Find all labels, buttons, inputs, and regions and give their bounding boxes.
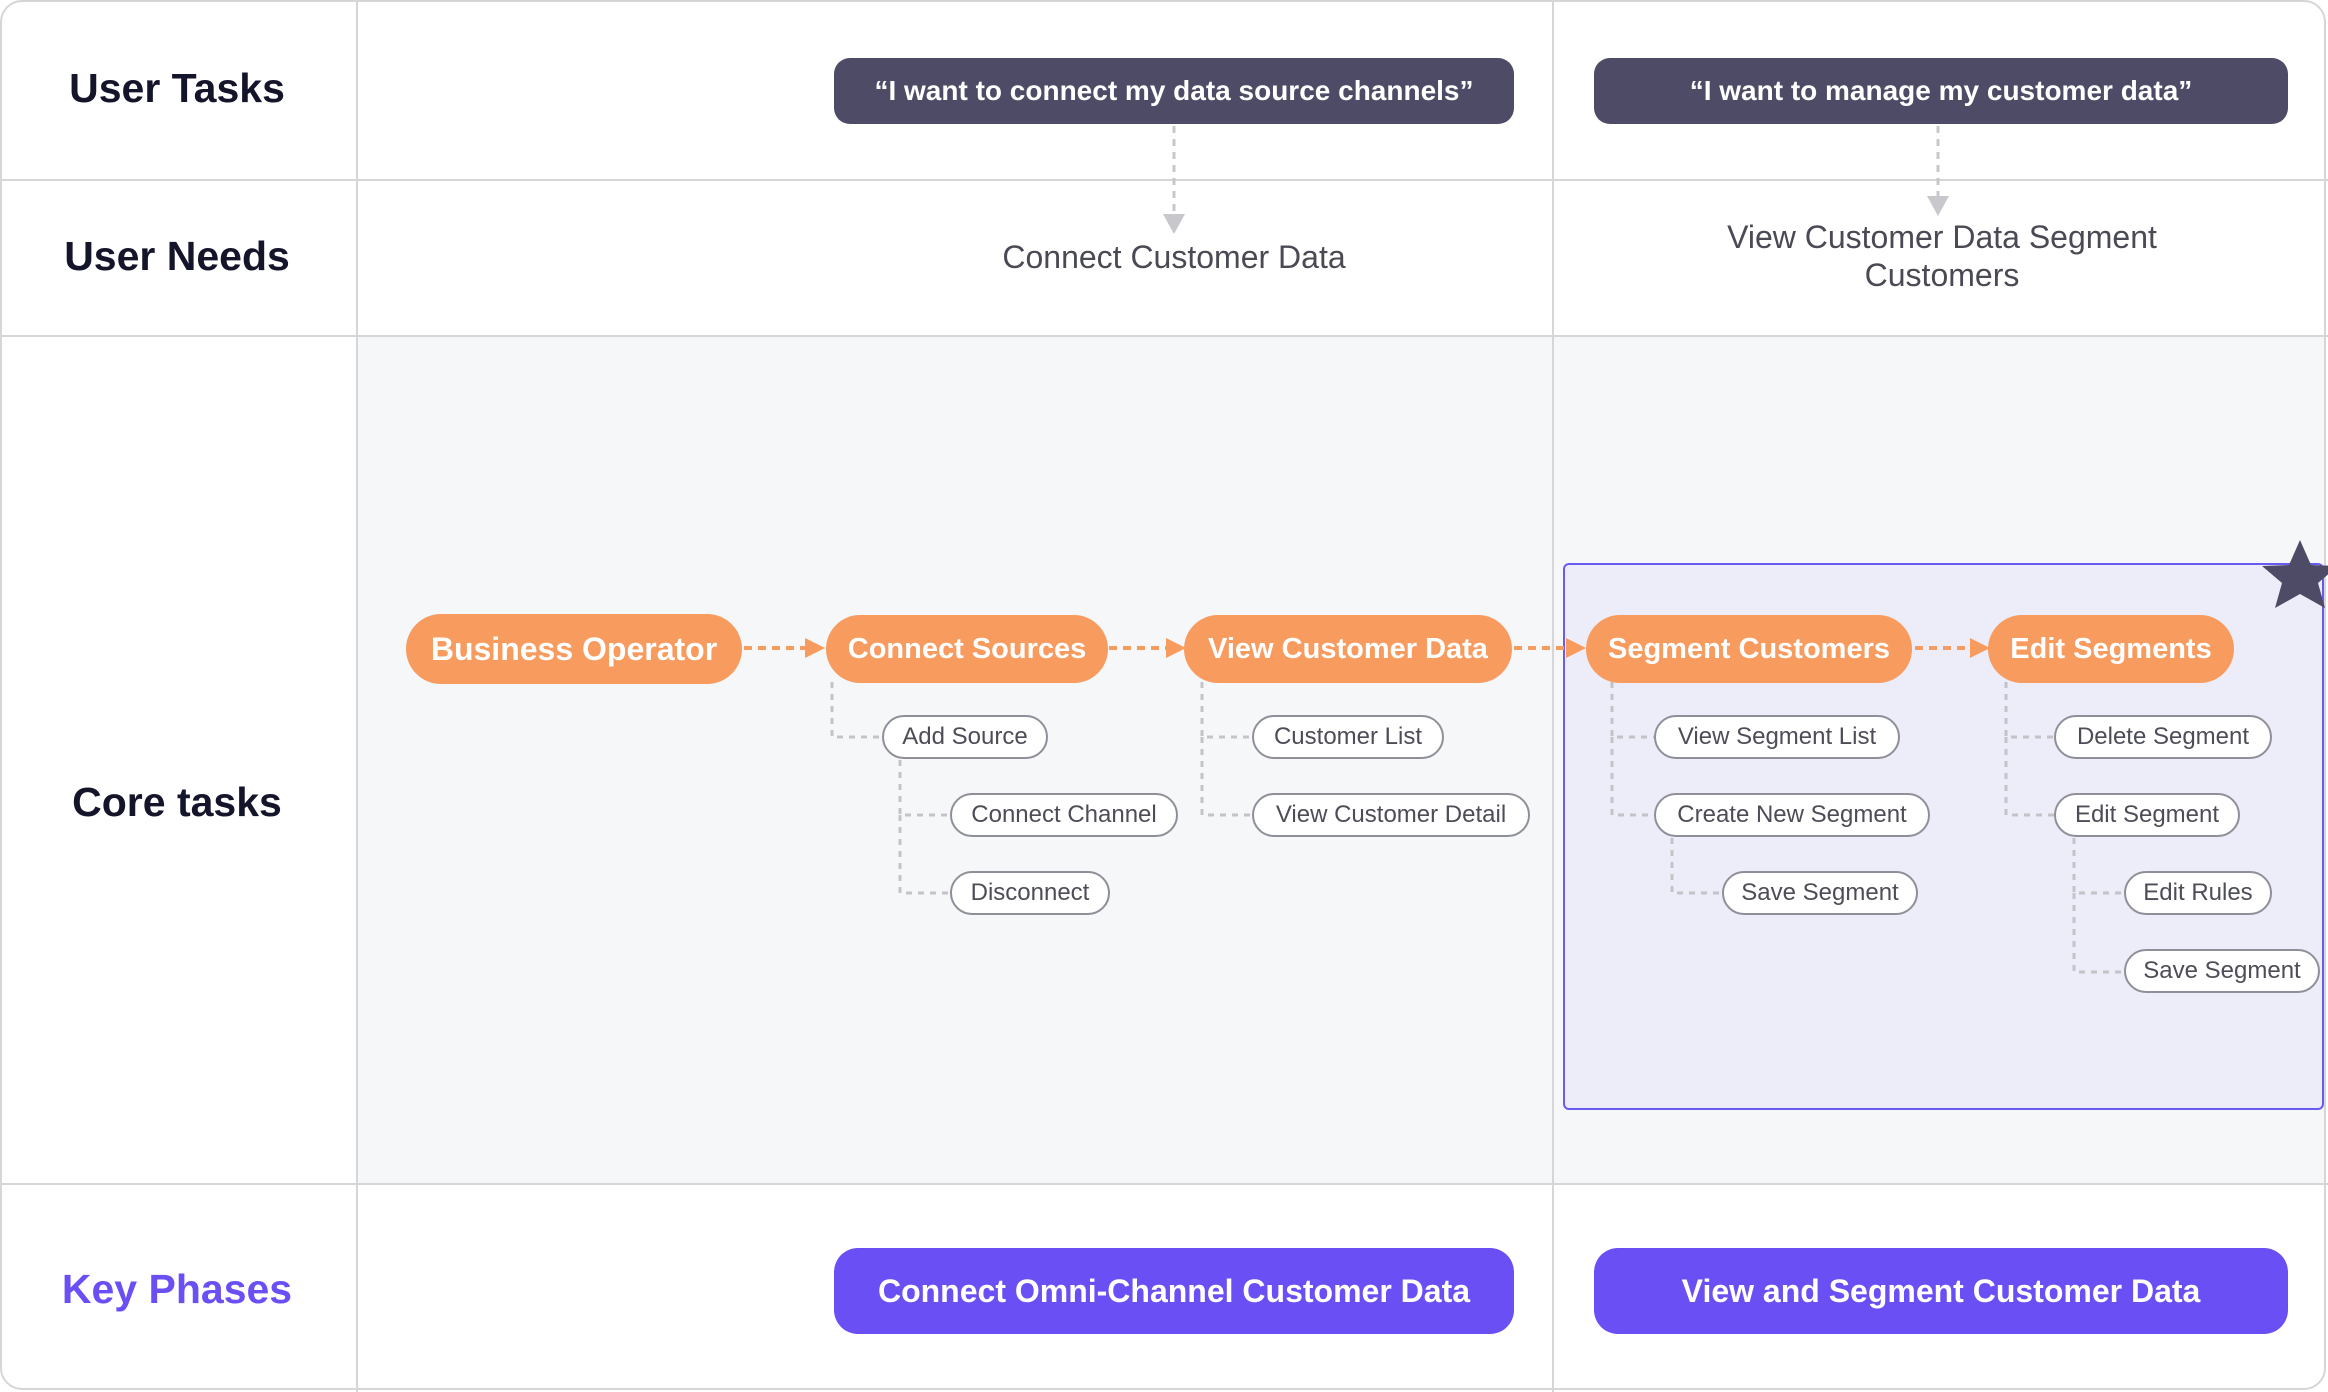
row-label-user-tasks: User Tasks — [69, 65, 285, 111]
row-divider — [0, 1183, 2328, 1185]
user-need-text: Connect Customer Data — [1002, 239, 1346, 275]
subtask-save-segment: Save Segment — [1722, 871, 1918, 915]
actor-business-operator: Business Operator — [406, 614, 742, 684]
subtask-delete-segment: Delete Segment — [2054, 715, 2272, 759]
row-label-core-tasks: Core tasks — [72, 779, 282, 825]
user-need-text: View Customer Data Segment Customers — [1727, 219, 2157, 294]
subtask-edit-rules: Edit Rules — [2124, 871, 2272, 915]
phase-connect-omni-channel: Connect Omni-Channel Customer Data — [834, 1248, 1514, 1334]
row-divider — [0, 179, 2328, 181]
subtask-disconnect: Disconnect — [950, 871, 1110, 915]
task-view-customer-data: View Customer Data — [1184, 615, 1512, 683]
subtask-add-source: Add Source — [882, 715, 1048, 759]
subtask-connect-channel: Connect Channel — [950, 793, 1178, 837]
subtask-save-segment-2: Save Segment — [2124, 949, 2320, 993]
column-divider — [1552, 0, 1554, 1392]
subtask-view-segment-list: View Segment List — [1654, 715, 1900, 759]
subtask-view-customer-detail: View Customer Detail — [1252, 793, 1530, 837]
user-task-quote: “I want to manage my customer data” — [1594, 58, 2288, 124]
subtask-customer-list: Customer List — [1252, 715, 1444, 759]
user-task-quote: “I want to connect my data source channe… — [834, 58, 1514, 124]
task-segment-customers: Segment Customers — [1586, 615, 1912, 683]
subtask-edit-segment: Edit Segment — [2054, 793, 2240, 837]
row-label-user-needs: User Needs — [64, 233, 290, 279]
row-divider — [0, 335, 2328, 337]
star-icon — [2262, 540, 2328, 608]
row-label-key-phases: Key Phases — [61, 1266, 293, 1312]
phase-view-and-segment: View and Segment Customer Data — [1594, 1248, 2288, 1334]
task-edit-segments: Edit Segments — [1988, 615, 2234, 683]
subtask-create-new-segment: Create New Segment — [1654, 793, 1930, 837]
task-connect-sources: Connect Sources — [826, 615, 1108, 683]
column-divider — [356, 0, 358, 1392]
